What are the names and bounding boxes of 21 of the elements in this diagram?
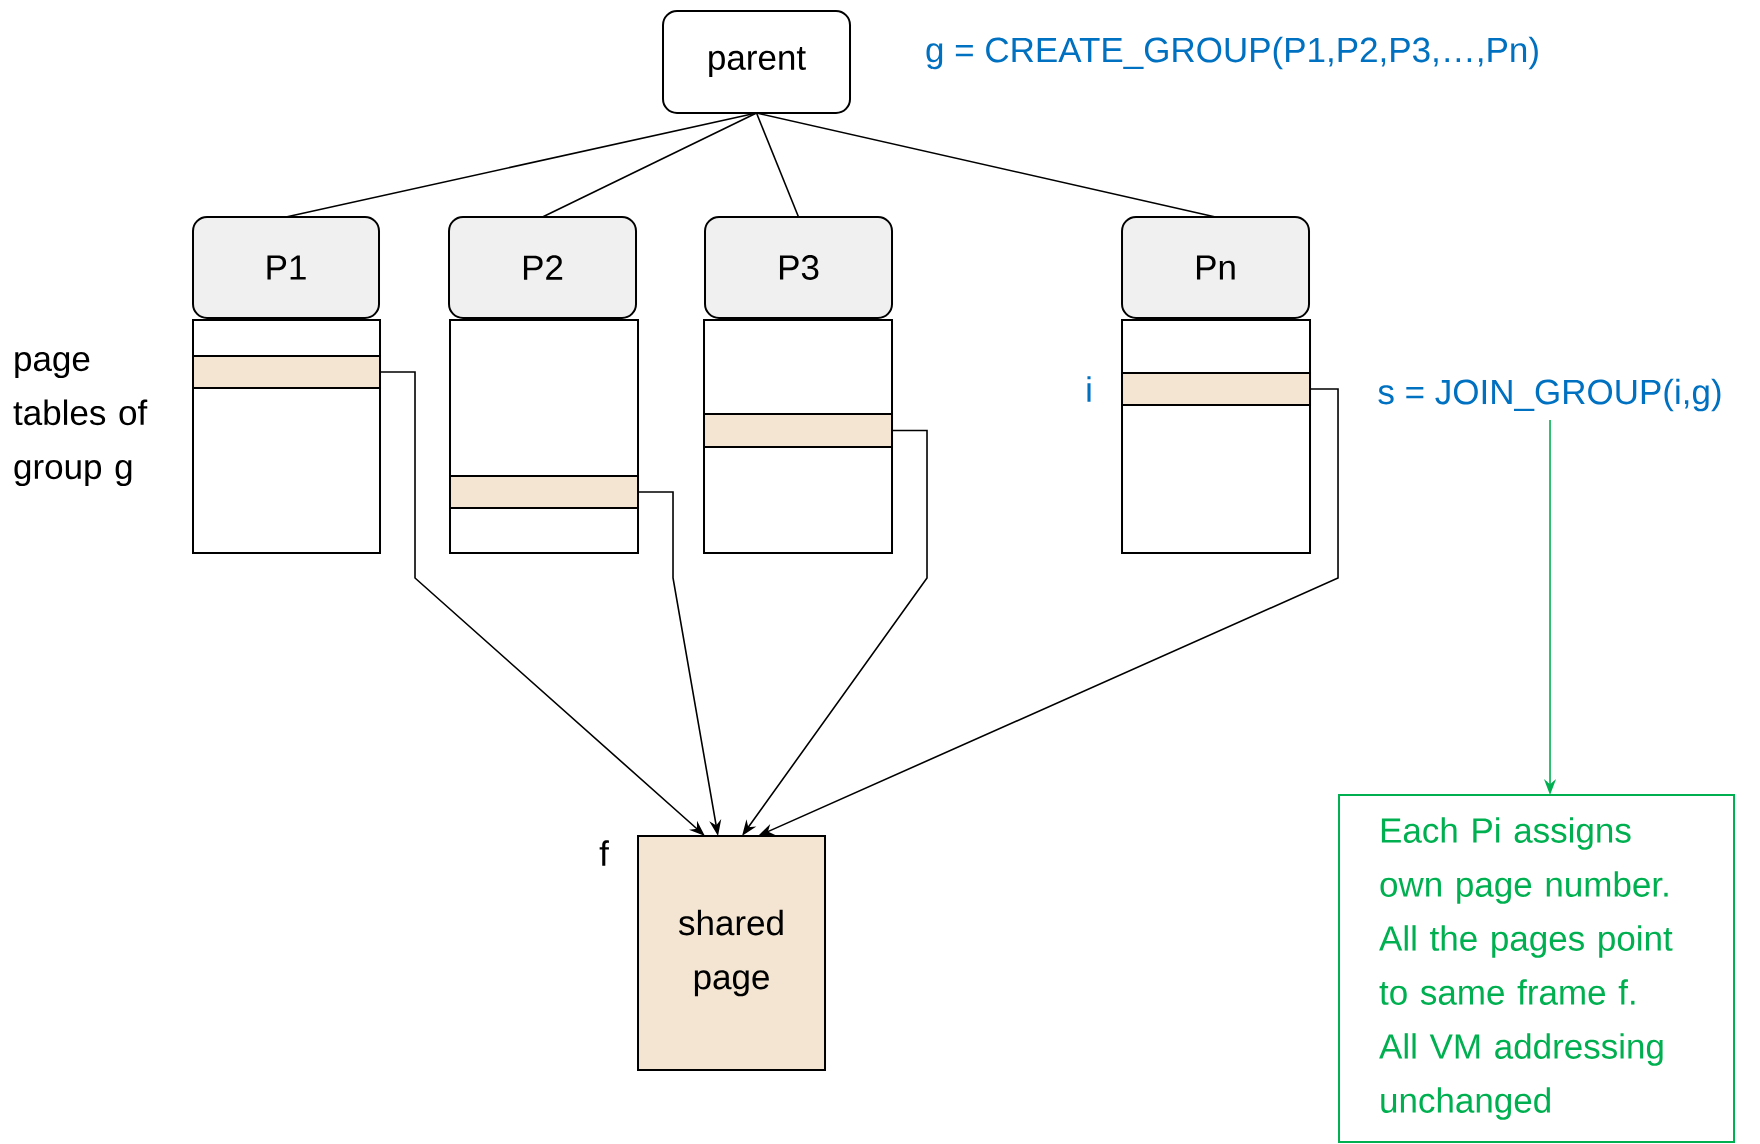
call-text: s = JOIN_GROUP(i,g) [1378, 378, 1721, 412]
connector-line [285, 112, 758, 218]
process-box: Pn [1121, 216, 1310, 319]
table-entry [192, 355, 381, 389]
side-label: f [599, 840, 609, 866]
note-box: Each Pi assigns own page number. All the pages point to same frame f. All VM addressing unchanged [1338, 794, 1735, 1143]
caption-text: page tables of group g [13, 352, 148, 487]
page-box: shared page [637, 835, 826, 1071]
connector-line [755, 112, 800, 218]
connector-line [541, 112, 758, 218]
side-label: i [1087, 376, 1091, 402]
process-box: parent [662, 10, 851, 114]
process-box: P1 [192, 216, 380, 319]
arrow [379, 371, 705, 836]
table-entry [703, 413, 893, 448]
connector-line [755, 112, 1217, 218]
table-entry [1121, 372, 1311, 406]
process-box: P3 [704, 216, 893, 319]
process-box: P2 [448, 216, 637, 319]
call-text: g = CREATE_GROUP(P1,P2,P3,…,Pn) [926, 36, 1538, 70]
table-entry [449, 475, 639, 509]
